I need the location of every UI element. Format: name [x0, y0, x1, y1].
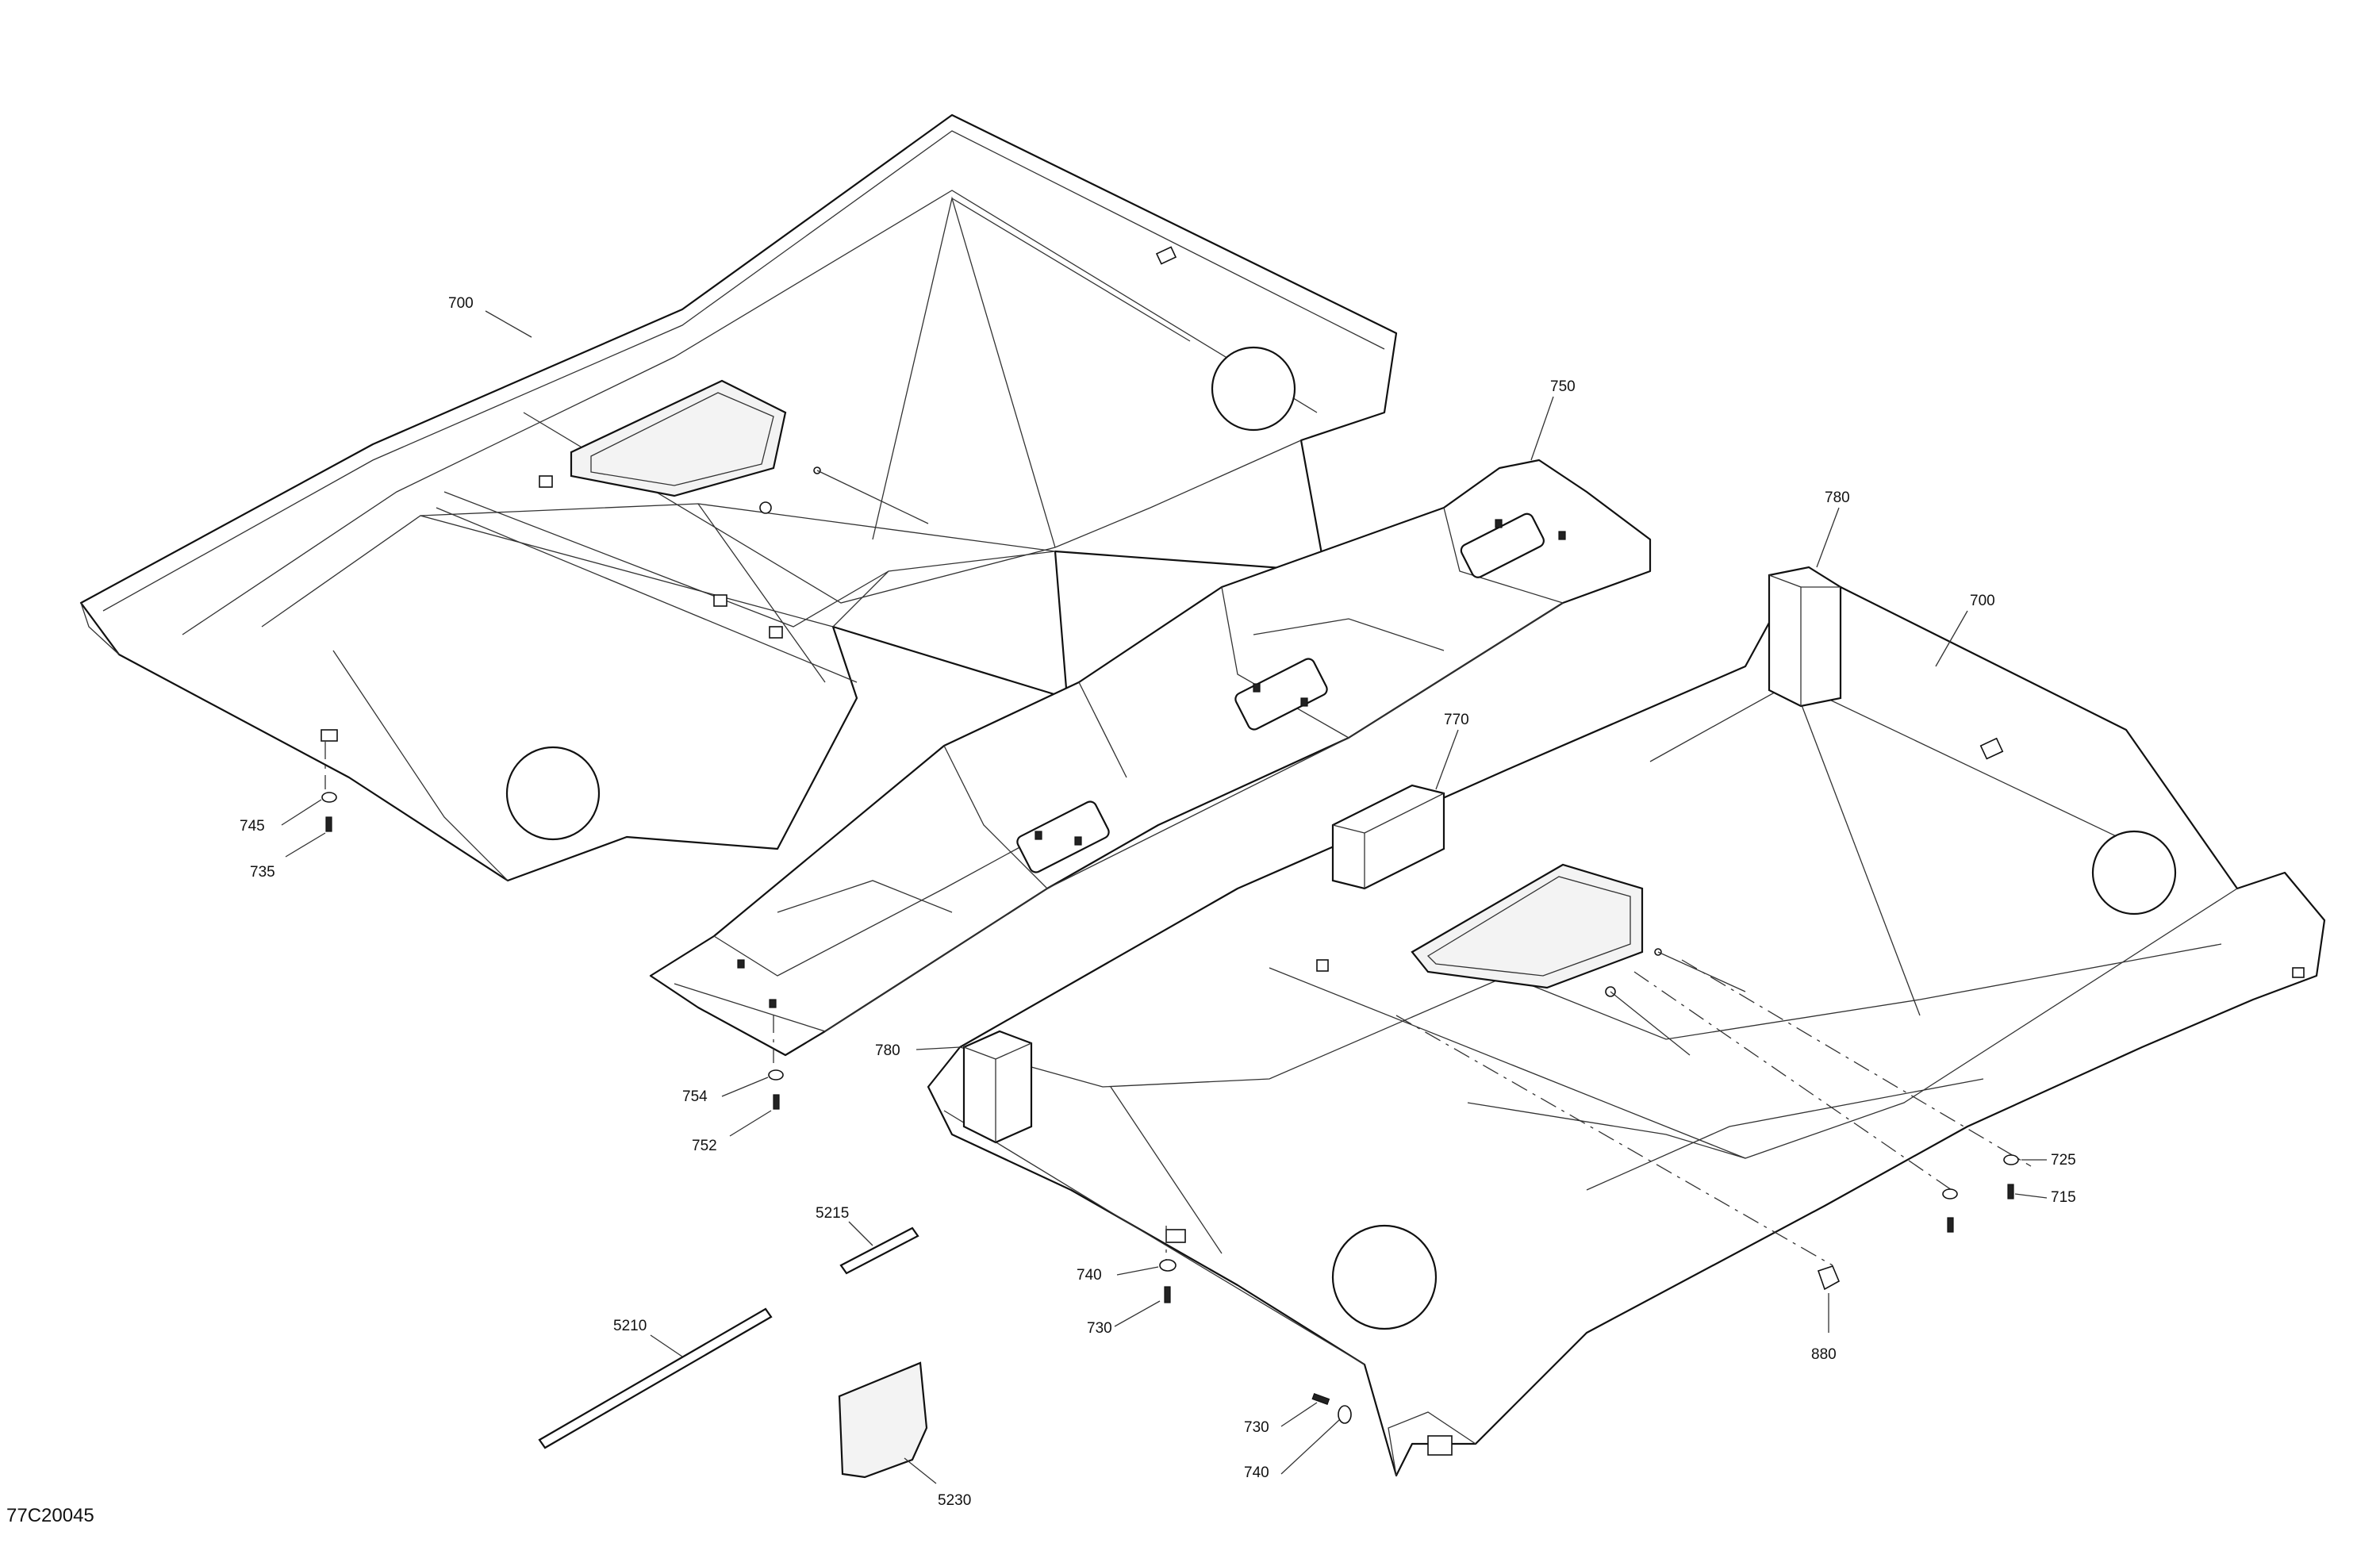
callout-700-right: 700 — [1970, 593, 1995, 609]
callout-750: 750 — [1550, 378, 1576, 395]
callout-780-top: 780 — [1825, 489, 1850, 506]
callout-754: 754 — [682, 1088, 708, 1105]
callout-740-lower: 740 — [1244, 1464, 1269, 1481]
drawing-number: 77C20045 — [6, 1505, 94, 1526]
callout-5210: 5210 — [613, 1318, 647, 1334]
callout-740-upper: 740 — [1077, 1267, 1102, 1284]
screw-730-lower[interactable] — [1311, 1392, 1330, 1405]
clip-880[interactable] — [1817, 1265, 1841, 1291]
washer-mid-right[interactable] — [1942, 1188, 1958, 1199]
callout-752: 752 — [692, 1138, 717, 1154]
callout-880: 880 — [1811, 1346, 1837, 1363]
washer-740-upper[interactable] — [1159, 1259, 1177, 1272]
washer-740-lower[interactable] — [1338, 1405, 1352, 1424]
right-floor-panel-700[interactable] — [927, 578, 2326, 1477]
callout-5230: 5230 — [938, 1492, 971, 1509]
callout-730-lower: 730 — [1244, 1419, 1269, 1436]
center-console-750[interactable] — [649, 459, 1652, 1057]
screw-730-upper[interactable] — [1164, 1286, 1171, 1303]
washer-725[interactable] — [2003, 1154, 2019, 1165]
foam-block-780-bottom[interactable] — [962, 1030, 1033, 1144]
callout-725: 725 — [2051, 1152, 2076, 1169]
callout-730-upper: 730 — [1087, 1320, 1112, 1337]
foam-block-780-top[interactable] — [1768, 566, 1842, 708]
callout-5215: 5215 — [816, 1205, 849, 1222]
screw-715[interactable] — [2007, 1184, 2014, 1199]
washer-745[interactable] — [321, 792, 337, 803]
trim-strip-5215[interactable] — [839, 1226, 919, 1275]
callout-715: 715 — [2051, 1189, 2076, 1206]
trim-strip-5210[interactable] — [538, 1307, 773, 1449]
callout-700-left: 700 — [448, 295, 474, 312]
callout-770: 770 — [1444, 712, 1469, 728]
foam-block-770[interactable] — [1331, 784, 1445, 890]
washer-754[interactable] — [768, 1069, 784, 1080]
left-floor-panel-700[interactable] — [79, 113, 1398, 882]
callout-735: 735 — [250, 864, 275, 881]
callout-745: 745 — [240, 818, 265, 835]
pad-5230[interactable] — [838, 1361, 928, 1479]
screw-mid-right[interactable] — [1947, 1217, 1954, 1233]
callout-780-bottom: 780 — [875, 1042, 900, 1059]
screw-752[interactable] — [773, 1094, 780, 1110]
screw-735[interactable] — [325, 816, 332, 832]
